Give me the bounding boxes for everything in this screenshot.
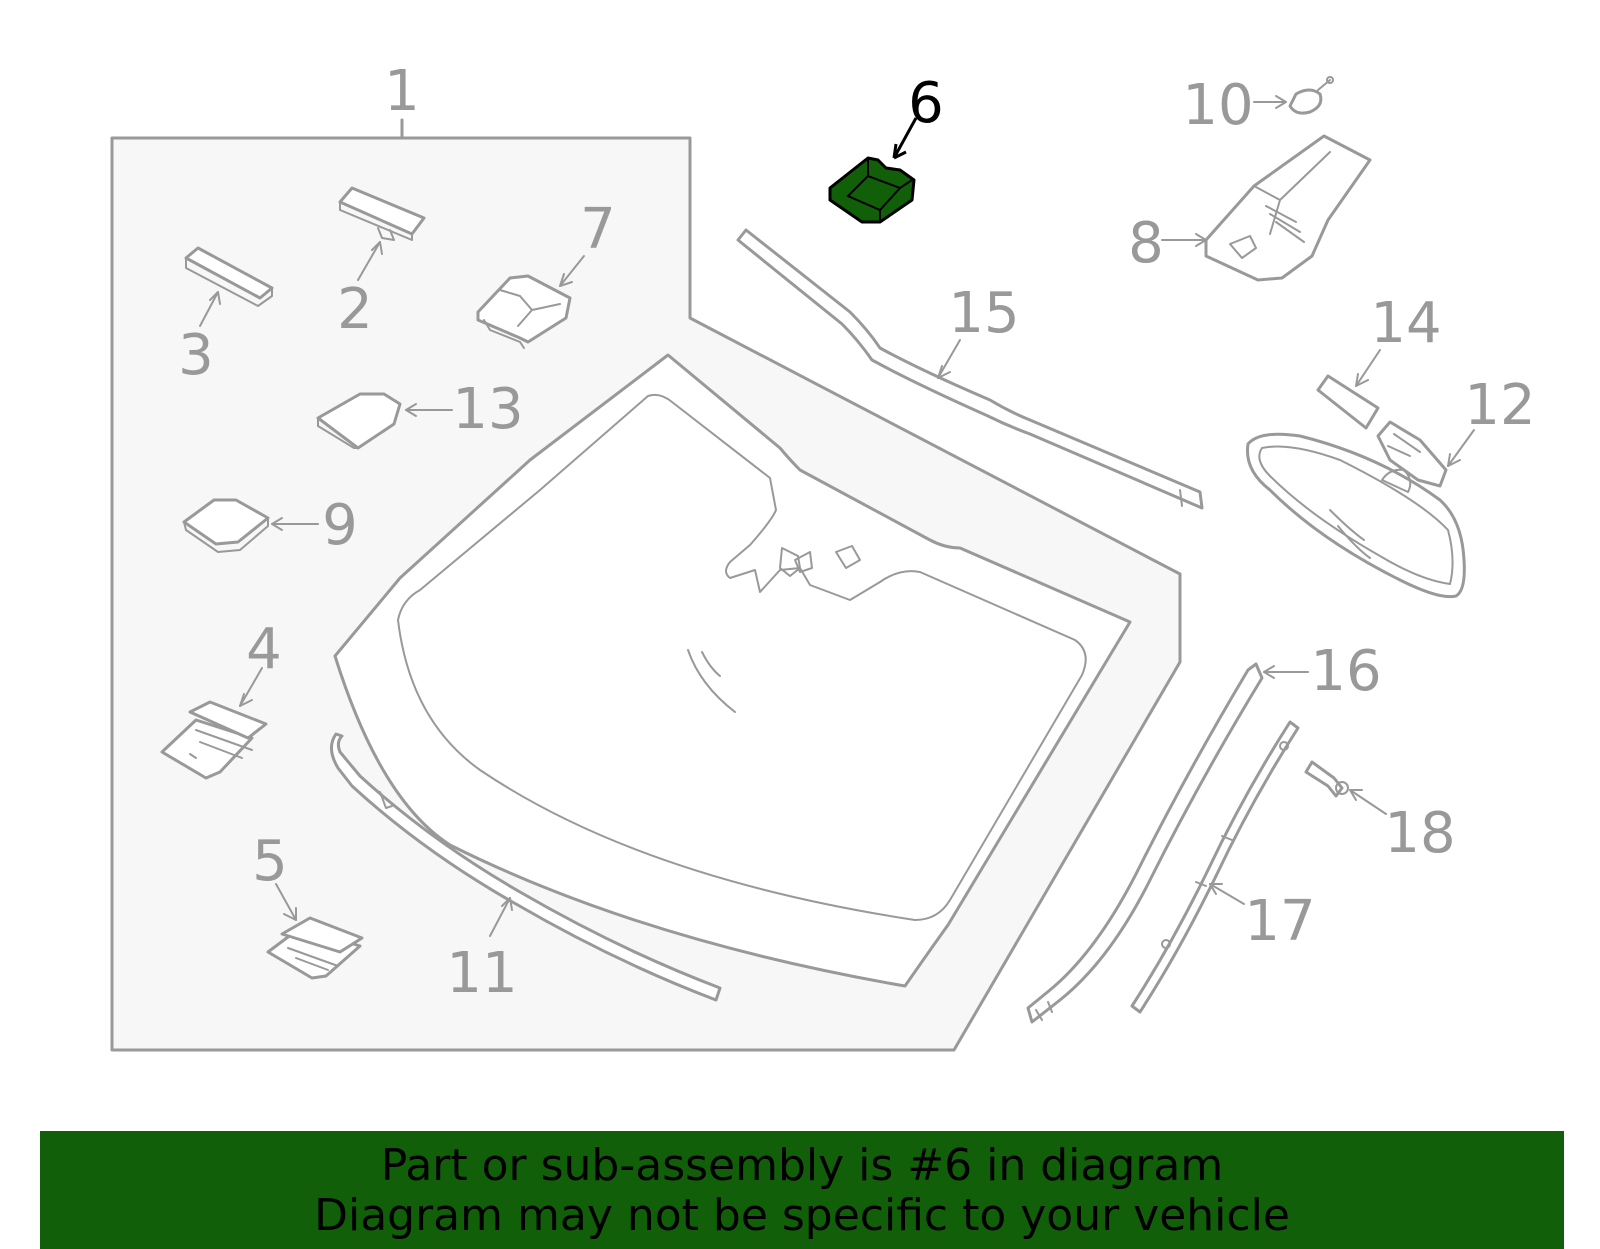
callout-18: 18 — [1384, 801, 1455, 866]
banner-line-1: Part or sub-assembly is #6 in diagram — [380, 1140, 1224, 1191]
callout-12: 12 — [1464, 373, 1535, 438]
part-5-bracket — [266, 883, 364, 980]
part-11-molding — [330, 732, 722, 1002]
windshield-glass — [333, 353, 1132, 988]
callout-3: 3 — [178, 323, 214, 388]
part-16-molding — [1026, 662, 1309, 1024]
callout-14: 14 — [1370, 291, 1441, 356]
callout-6: 6 — [908, 71, 944, 136]
callout-7: 7 — [580, 197, 616, 262]
part-9-pad — [182, 498, 319, 553]
part-14-cover — [1316, 349, 1381, 430]
callout-17: 17 — [1244, 889, 1315, 954]
callout-16: 16 — [1310, 639, 1381, 704]
callout-10: 10 — [1182, 73, 1253, 138]
info-banner: Part or sub-assembly is #6 in diagram Di… — [40, 1131, 1564, 1249]
callout-4: 4 — [246, 617, 282, 682]
part-8-cover — [1161, 134, 1372, 282]
part-18-clip — [1304, 760, 1387, 815]
banner-line-2: Diagram may not be specific to your vehi… — [314, 1190, 1290, 1241]
callout-15: 15 — [948, 281, 1019, 346]
callout-8: 8 — [1128, 211, 1164, 276]
part-4-bracket — [160, 667, 268, 780]
callout-9: 9 — [322, 493, 358, 558]
part-3-clip — [184, 246, 274, 327]
part-7-bracket — [476, 255, 585, 349]
callout-13: 13 — [452, 377, 523, 442]
part-6-highlighted — [828, 117, 918, 224]
part-15-molding — [736, 228, 1204, 510]
callout-5: 5 — [252, 829, 288, 894]
callout-2: 2 — [337, 277, 373, 342]
callout-1: 1 — [384, 59, 420, 124]
callout-11: 11 — [446, 941, 517, 1006]
part-13-pad — [316, 392, 453, 450]
part-17-strip — [1130, 720, 1300, 1014]
part-10-screw — [1253, 76, 1334, 115]
part-12-mount — [1376, 420, 1475, 488]
part-2-clip — [338, 186, 426, 281]
rear-view-mirror — [1245, 432, 1466, 599]
parts-diagram: 1 2 3 4 5 6 7 8 9 10 11 12 13 14 15 16 1… — [110, 59, 1536, 1052]
